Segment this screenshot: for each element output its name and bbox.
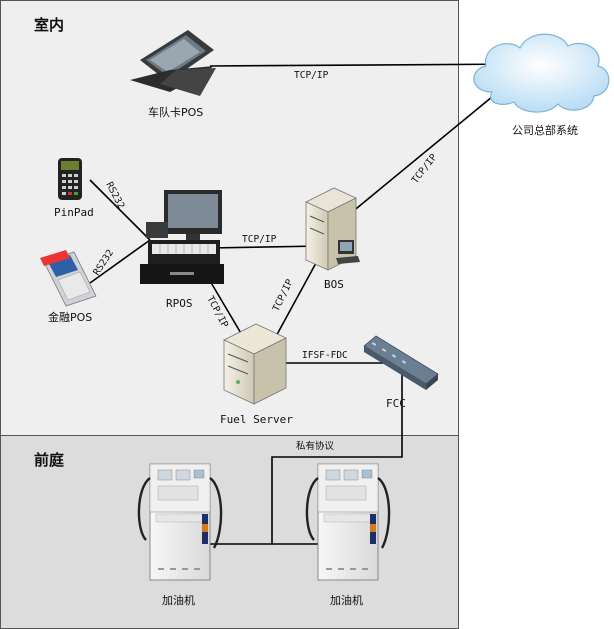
cloud-icon — [473, 33, 610, 113]
forecourt-zone — [0, 435, 459, 629]
fuel-dispenser-1-icon — [137, 463, 223, 581]
dispenser-2-label: 加油机 — [330, 593, 363, 607]
pinpad-label: PinPad — [54, 206, 94, 219]
line-pos-cloud — [209, 63, 531, 67]
fuel-server-icon — [223, 323, 287, 405]
fuel-server-label: Fuel Server — [220, 413, 293, 426]
bos-label: BOS — [324, 278, 344, 291]
bos-server-icon — [305, 187, 360, 271]
label-fcc-dispensers: 私有协议 — [296, 440, 335, 452]
line-pinpad-rpos — [89, 179, 151, 241]
hq-system-label: 公司总部系统 — [512, 123, 578, 137]
forecourt-zone-title: 前庭 — [34, 451, 65, 469]
rpos-terminal-icon — [140, 190, 224, 284]
fcc-switch-icon — [363, 335, 439, 390]
finance-pos-icon — [40, 250, 97, 307]
label-rpos-bos: TCP/IP — [242, 234, 277, 245]
indoor-zone-title: 室内 — [34, 16, 64, 34]
fleet-pos-terminal-icon — [130, 30, 216, 96]
label-fuel-fcc: IFSF-FDC — [302, 350, 348, 361]
label-pos-cloud: TCP/IP — [294, 70, 329, 81]
rpos-label: RPOS — [166, 297, 193, 310]
line-rpos-bos — [209, 245, 323, 249]
line-fcc-dispensers — [210, 374, 403, 545]
fuel-dispenser-2-icon — [305, 463, 391, 581]
line-finpos-rpos — [89, 239, 151, 284]
fcc-label: FCC — [386, 397, 406, 410]
dispenser-1-label: 加油机 — [162, 593, 195, 607]
finance-pos-label: 金融POS — [48, 310, 92, 324]
fleet-pos-label: 车队卡POS — [148, 105, 203, 119]
pinpad-icon — [58, 158, 82, 200]
